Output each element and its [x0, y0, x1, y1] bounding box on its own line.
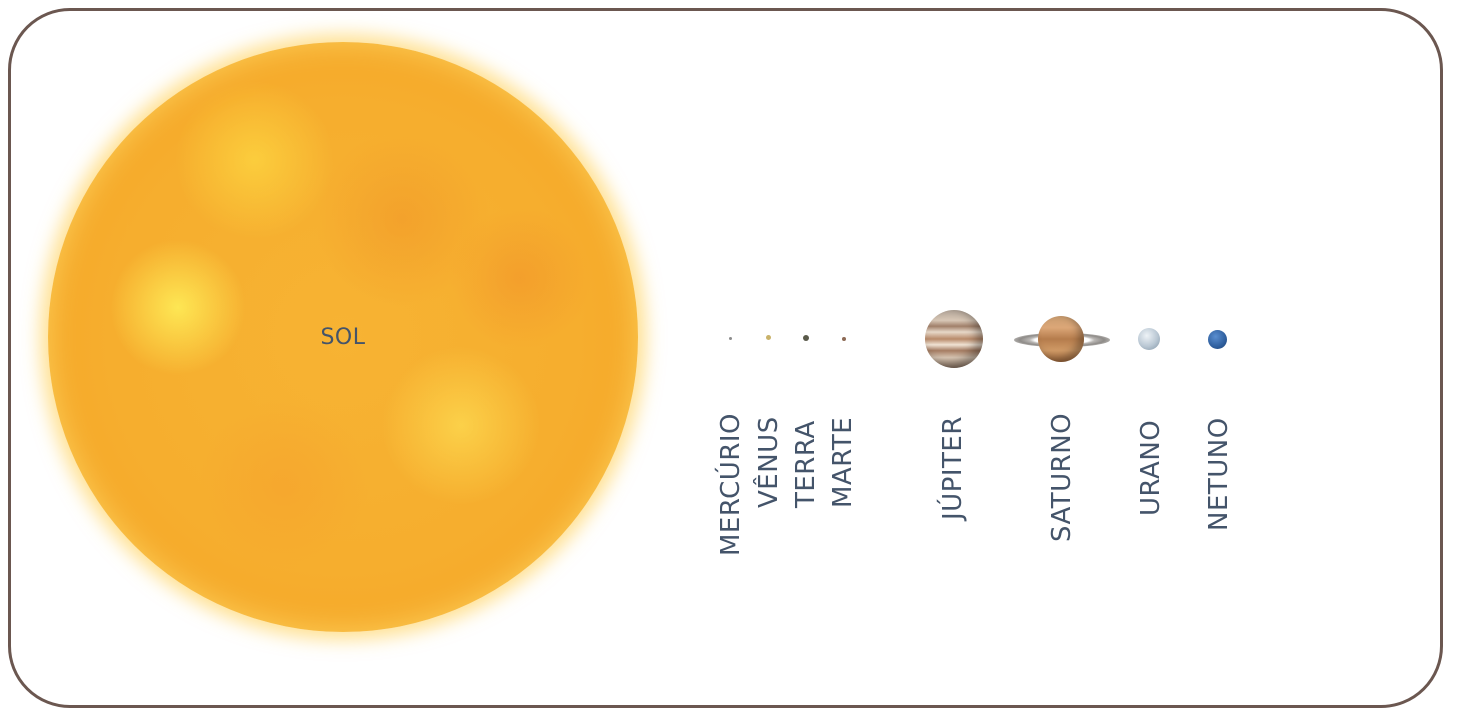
planet-label-jupiter: JÚPITER	[938, 416, 968, 520]
planet-urano	[1138, 328, 1160, 350]
planet-netuno	[1208, 330, 1227, 349]
planet-saturno	[1038, 316, 1084, 362]
planet-jupiter	[925, 310, 983, 368]
planet-label-netuno: NETUNO	[1204, 417, 1234, 531]
planet-label-marte: MARTE	[828, 416, 858, 508]
planet-label-mercurio: MERCÚRIO	[716, 412, 746, 556]
planet-mercurio	[729, 337, 732, 340]
planet-label-terra: TERRA	[791, 420, 821, 508]
planet-venus	[766, 335, 771, 340]
planet-label-saturno: SATURNO	[1047, 412, 1077, 542]
planet-label-venus: VÊNUS	[754, 416, 784, 508]
sun-sphere	[48, 42, 638, 632]
sun-label: SOL	[320, 325, 366, 350]
planet-marte	[842, 337, 846, 341]
planet-terra	[803, 335, 809, 341]
planet-label-urano: URANO	[1136, 419, 1166, 516]
